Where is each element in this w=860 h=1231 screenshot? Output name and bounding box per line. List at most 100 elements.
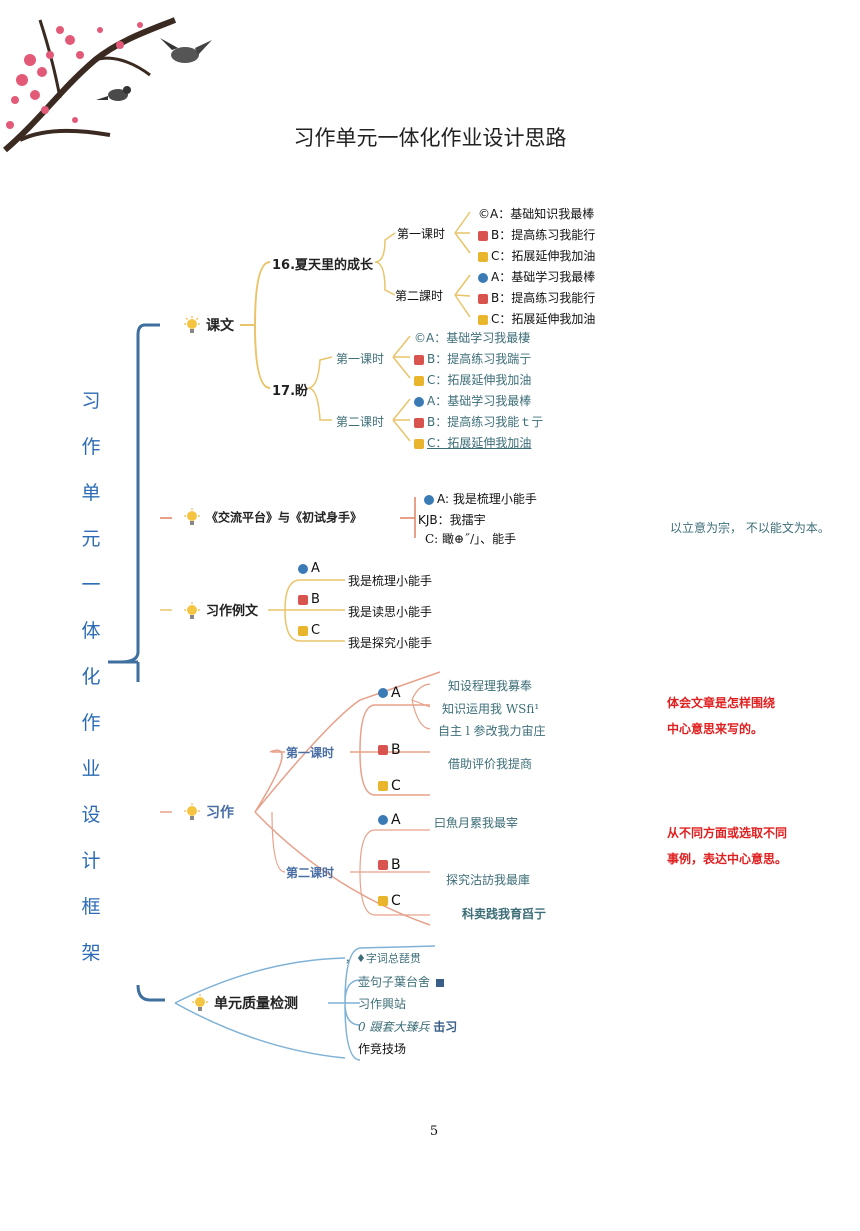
branch [19,128,111,142]
liwen-letter-a: A [298,561,320,576]
lesson16-leaves [454,211,471,318]
jiance-item-1: ，♦字词总琵贯 [345,952,421,965]
item-text: B：提高练习我能行 [491,228,596,242]
liwen-branch [160,579,345,642]
xizuo-branch [160,671,441,926]
item-text: C：拓展延伸我加油 [427,436,532,450]
branch [94,56,151,77]
lesson17-title: 17.盼 [272,384,309,399]
side-label-char: 习 [81,390,101,412]
category-label: 课文 [206,318,234,334]
xizuo-second-b-item: 探究沽訪我最庫 [446,873,531,887]
lesson17-first-item-a: ©A：基础学习我最棲 [414,329,530,346]
item-text: 0 蹑套大臻兵 [358,1020,430,1034]
yellow-c-icon [414,438,424,449]
yellow-c-icon [478,251,488,262]
lightbulb-icon [184,508,200,525]
lesson16-second-item-b: B：提高练习我能行 [478,289,595,306]
xizuo-first-letter-b: B [378,742,401,758]
jiance-item-2: 壶句子葉台舍 [358,973,445,990]
xizuo-first-b-item: 借助评价我提商 [448,757,533,771]
category-label: 单元质量检测 [214,996,298,1012]
xizuo-note1-line2: 中心意思来写的。 [667,722,764,736]
lesson17-first-item-b: B：提高练习我踹亍 [414,350,531,367]
xizuo-second [271,811,430,916]
item-text-bold: 击习 [433,1020,458,1034]
lightbulb-icon [192,994,208,1011]
item-text: C：拓展延伸我加油 [491,249,596,263]
jiance-item-5: 作竞技场 [358,1042,407,1056]
lightbulb-icon [184,803,200,820]
letter-text: B [311,592,320,607]
category-jiance: 单元质量检测 [190,993,298,1014]
letter-text: A [311,561,320,576]
branch [3,17,177,153]
yellow-c-icon [478,314,488,325]
side-label-char: 设 [81,804,101,826]
jiance-arc [174,957,346,1059]
blue-check-icon [414,396,424,407]
liwen-letter-c: C [298,623,320,638]
side-label-char: 框 [81,896,101,918]
liwen-item-b: 我是读思小能手 [348,605,433,619]
page-number: 5 [429,1124,439,1139]
xizuo-second-letter-a: A [378,812,401,828]
bird-icon [160,38,212,63]
xizuo-note2-line2: 事例，表达中心意思。 [667,852,788,866]
side-label-char: 业 [81,758,101,780]
side-label-char: 计 [81,850,101,872]
letter-text: C [311,623,321,638]
xizuo-second-letter-b: B [378,857,401,873]
lesson17-leaves [392,335,411,442]
main-bracket-bottom [136,984,165,1002]
red-b-icon [298,594,308,605]
category-kewen: 课文 [182,315,234,336]
category-liwen: 习作例文 [182,600,258,622]
kewen-branch [240,261,271,389]
xizuo-note1-line1: 体会文章是怎样围绕 [667,696,776,710]
lesson17-second-item-c: C：拓展延伸我加油 [414,434,531,451]
side-label-char: 架 [81,942,101,964]
lesson17-first-period: 第一课时 [336,352,385,366]
item-text: KJB：我擂宇 [418,513,486,527]
red-b-icon [414,417,424,428]
blue-check-icon [424,494,434,505]
item-text: B：提高练习我踹亍 [427,352,532,366]
lesson17-second-item-a: A：基础学习我最棒 [414,392,531,409]
item-text: B：提高练习我能ｔ亍 [427,415,544,429]
item-text: 壶句子葉台舍 [358,975,431,989]
liwen-item-a: 我是梳理小能手 [348,574,433,588]
letter-text: B [391,742,401,758]
xizuo-first-letter-c: C [378,778,401,794]
square-icon [436,978,445,987]
red-b-icon [378,745,388,755]
lesson16-branch [374,232,396,296]
red-b-icon [414,354,424,365]
item-text: A：基础学习我最棒 [427,394,532,408]
jiaoliu-item-b: KJB：我擂宇 [418,511,486,528]
liwen-item-c: 我是探究小能手 [348,636,433,650]
yellow-c-icon [378,896,388,906]
blue-check-icon [298,563,308,574]
item-text: A: 我是梳理小能手 [437,492,537,506]
item-text: ©A：基础学习我最棲 [414,331,531,345]
lesson16-second-item-a: A：基础学习我最棒 [478,268,595,285]
item-text: A：基础学习我最棒 [491,270,596,284]
plum-blossom-decoration [3,17,212,153]
side-label-char: 元 [81,528,101,550]
side-label-char: 体 [81,620,101,642]
lesson16-first-item-c: C：拓展延伸我加油 [478,247,595,264]
lesson16-second-item-c: C：拓展延伸我加油 [478,310,595,327]
item-text: ©A：基础知识我最棒 [478,207,595,221]
lightbulb-icon [184,316,200,333]
category-label: 《交流平台》与《初试身手》 [206,510,363,525]
xizuo-second-period: 第二课时 [286,866,335,880]
letter-text: A [391,812,401,828]
yellow-c-icon [414,375,424,386]
yellow-c-icon [298,625,308,636]
item-text: B：提高练习我能行 [491,291,596,305]
bird-icon [96,86,131,101]
jiaoliu-item-a: A: 我是梳理小能手 [424,490,537,507]
side-label-char: 作 [81,712,101,734]
letter-text: A [391,685,401,701]
